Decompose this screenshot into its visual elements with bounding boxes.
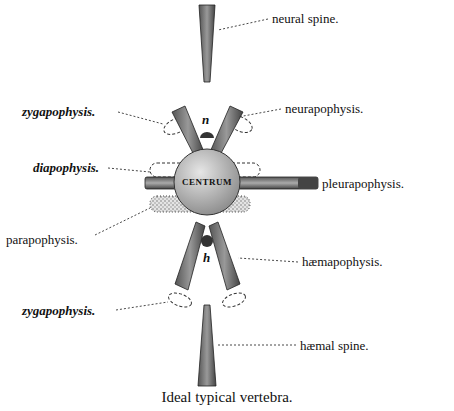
haemal-canal — [201, 235, 213, 247]
haemal-spine — [198, 305, 216, 386]
part-label: zygapophysis. — [22, 104, 95, 119]
part-label: h — [203, 250, 210, 265]
part-label: neurapophysis. — [285, 101, 363, 116]
part-label: pleurapophysis. — [322, 176, 404, 191]
part-label: diapophysis. — [33, 160, 99, 175]
part-label: parapophysis. — [6, 232, 78, 247]
part-label: hæmapophysis. — [302, 254, 383, 269]
zygapophysis-outline — [167, 290, 194, 309]
centrum-circle: CENTRUM — [173, 148, 241, 216]
pleurapophysis — [238, 177, 318, 189]
neural-spine — [199, 5, 215, 82]
node-text: CENTRUM — [182, 177, 232, 187]
part-label: hæmal spine. — [300, 338, 369, 353]
haemapophysis — [175, 222, 205, 290]
caption: Ideal typical vertebra. — [0, 389, 454, 406]
part-label: neural spine. — [272, 11, 338, 26]
pleurapophysis-end — [298, 177, 318, 189]
zygapophysis-outline — [221, 290, 248, 309]
neurapophysis — [210, 106, 243, 157]
part-label: zygapophysis. — [22, 303, 95, 318]
neurapophysis — [172, 106, 204, 157]
neural-canal — [200, 132, 214, 138]
haemapophysis — [209, 222, 240, 290]
pleurapophysis — [145, 177, 177, 189]
leader-lines — [95, 19, 298, 345]
part-label: n — [202, 112, 209, 127]
